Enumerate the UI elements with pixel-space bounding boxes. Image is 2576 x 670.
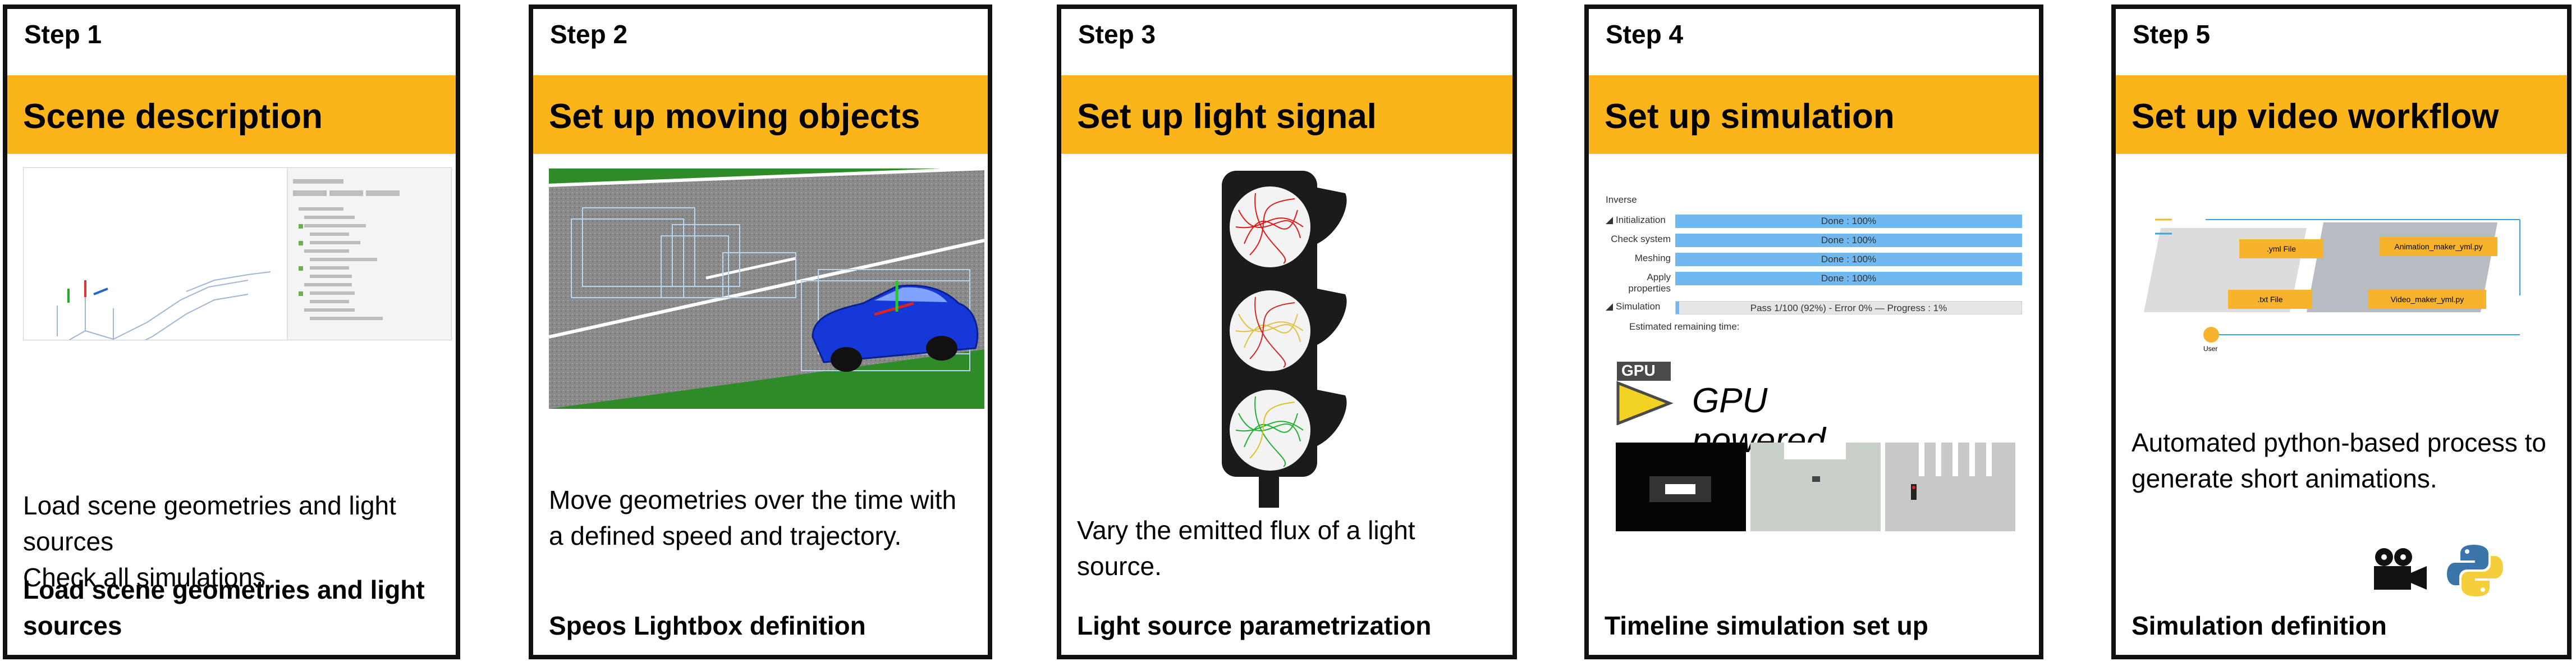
progress-row-check-system: Check system Done : 100% <box>1606 234 2032 247</box>
progress-row-simulation: ◢ Simulation Pass 1/100 (92%) - Error 0%… <box>1606 301 2032 315</box>
row-label: Initialization <box>1616 215 1666 225</box>
txt-file-box: .txt File <box>2228 290 2312 309</box>
progress-row-initialization: ◢ Initialization Done : 100% <box>1606 215 2032 228</box>
yml-file-box: .yml File <box>2239 239 2323 258</box>
animation-maker-box: Animation_maker_yml.py <box>2380 237 2497 256</box>
progress-status: Done : 100% <box>1821 235 1877 245</box>
step-label: Step 4 <box>1606 20 1684 49</box>
gpu-powered-badge: GPU GPU powered <box>1614 361 1905 460</box>
progress-bar: Done : 100% <box>1675 253 2022 266</box>
step-card-5: Step 5 Set up video workflow .yml File .… <box>2111 4 2572 659</box>
scene-wireframe-image <box>24 168 451 371</box>
progress-status: Done : 100% <box>1821 216 1877 226</box>
row-label: Simulation <box>1616 301 1661 312</box>
step-footer: Load scene geometries and light sources <box>23 575 425 640</box>
result-thumbnails <box>1616 443 2025 531</box>
progress-status: Pass 1/100 (92%) - Error 0% — Progress :… <box>1750 303 1947 313</box>
step-label: Step 1 <box>24 20 102 49</box>
progress-bar: Done : 100% <box>1675 272 2022 285</box>
step-card-2: Step 2 Set up moving objects <box>529 4 992 659</box>
step-footer: Timeline simulation set up <box>1605 611 1928 640</box>
traffic-light-image <box>1211 171 1362 508</box>
progress-status: Done : 100% <box>1821 273 1877 284</box>
traffic-light-icon <box>1222 171 1347 508</box>
video-workflow-diagram: .yml File .txt File Animation_maker_yml.… <box>2138 194 2565 357</box>
step-card-3: Step 3 Set up light signal <box>1057 4 1517 659</box>
progress-row-meshing: Meshing Done : 100% <box>1606 253 2032 266</box>
expand-icon[interactable]: ◢ <box>1606 301 1614 312</box>
progress-bar: Pass 1/100 (92%) - Error 0% — Progress :… <box>1675 301 2022 315</box>
description-line: Load scene geometries and light sources <box>23 491 396 556</box>
step-footer: Simulation definition <box>2132 611 2387 640</box>
progress-row-apply-properties: Apply properties Done : 100% <box>1606 272 2032 294</box>
step-description: Vary the emitted flux of a light source. <box>1077 512 1497 584</box>
step-title: Set up simulation <box>1605 97 1895 136</box>
step-title: Set up video workflow <box>2132 97 2499 136</box>
description-line: Vary the emitted flux of a light source. <box>1077 516 1415 581</box>
description-line: Move geometries over the time with a def… <box>549 485 957 550</box>
remaining-time-label: Estimated remaining time: <box>1629 321 1740 332</box>
row-label: Check system <box>1611 234 1671 244</box>
panel-heading: Inverse <box>1606 194 1637 205</box>
step-description: Load scene geometries and light sources … <box>23 487 440 595</box>
step-label: Step 2 <box>550 20 628 49</box>
step-card-4: Step 4 Set up simulation Inverse ◢ Initi… <box>1584 4 2043 659</box>
step-label: Step 3 <box>1078 20 1156 49</box>
row-label: Apply properties <box>1628 272 1671 294</box>
description-line: Check all simulations <box>23 563 266 592</box>
step-description: Automated python-based process to genera… <box>2132 425 2551 496</box>
progress-bar: Done : 100% <box>1675 215 2022 228</box>
title-banner: Set up moving objects <box>533 75 988 154</box>
step-footer: Speos Lightbox definition <box>549 611 866 640</box>
step-label: Step 5 <box>2133 20 2211 49</box>
row-label: Meshing <box>1634 253 1671 263</box>
moving-objects-image <box>548 167 985 409</box>
road-scene-image <box>548 167 985 409</box>
step-title: Set up light signal <box>1077 97 1377 136</box>
scene-screenshot <box>23 167 452 371</box>
description-line: Automated python-based process to genera… <box>2132 428 2547 493</box>
step-title: Scene description <box>23 97 323 136</box>
progress-status: Done : 100% <box>1821 254 1877 265</box>
workflow-shapes <box>2144 218 2520 343</box>
user-label: User <box>2203 345 2218 353</box>
gpu-badge-text: GPU <box>1621 362 1656 379</box>
video-maker-box: Video_maker_yml.py <box>2368 290 2486 309</box>
step-footer: Light source parametrization <box>1077 611 1432 640</box>
simulation-progress-panel: Inverse ◢ Initialization Done : 100% Che… <box>1606 194 2032 346</box>
step-title: Set up moving objects <box>549 97 920 136</box>
step-card-1: Step 1 Scene description <box>3 4 460 659</box>
step-description: Move geometries over the time with a def… <box>549 482 972 554</box>
python-logo-icon <box>2447 543 2503 599</box>
gpu-icon: GPU <box>1614 361 1675 426</box>
progress-bar: Done : 100% <box>1675 234 2022 247</box>
camera-icon <box>2368 547 2430 592</box>
title-banner: Set up light signal <box>1061 75 1512 154</box>
expand-icon[interactable]: ◢ <box>1606 215 1614 225</box>
render-results-image <box>1616 443 2015 531</box>
title-banner: Set up video workflow <box>2116 75 2567 154</box>
title-banner: Set up simulation <box>1589 75 2039 154</box>
title-banner: Scene description <box>7 75 456 154</box>
